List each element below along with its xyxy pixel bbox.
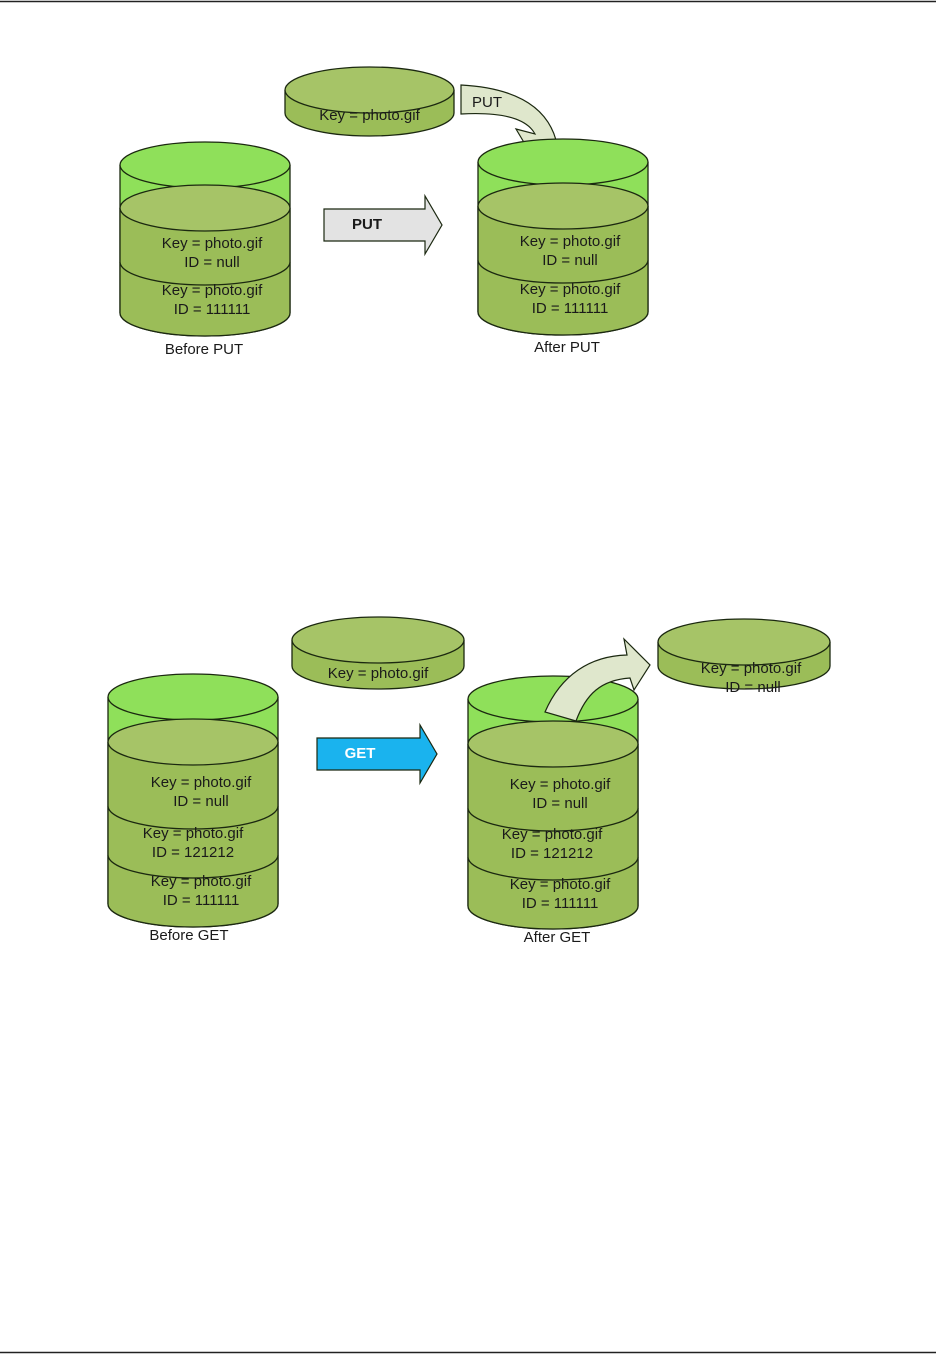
put-incoming-key: Key = photo.gif (319, 107, 420, 124)
before-get-caption: Before GET (149, 927, 228, 944)
after-get-record-2-key: Key = photo.gif (502, 826, 603, 843)
before-get-record-2-id: ID = 121212 (152, 844, 234, 861)
after-get-caption: After GET (524, 929, 591, 946)
before-get-stack: Key = photo.gif ID = null Key = photo.gi… (107, 673, 279, 944)
after-get-record-1-key: Key = photo.gif (510, 776, 611, 793)
after-get-record-2-id: ID = 121212 (511, 845, 593, 862)
before-get-record-1-id: ID = null (173, 793, 228, 810)
before-get-record-3-id: ID = 111111 (163, 892, 240, 909)
get-result-key: Key = photo.gif (701, 660, 802, 677)
put-section: Key = photo.gif PUT PUT Key = photo.gif (119, 66, 649, 358)
after-get-stack: Key = photo.gif ID = null Key = photo.gi… (467, 675, 639, 946)
after-get-record-3-id: ID = 111111 (522, 895, 599, 912)
get-request-key: Key = photo.gif (328, 665, 429, 682)
put-incoming-record: Key = photo.gif (284, 66, 455, 137)
before-put-record-2-id: ID = 111111 (174, 301, 251, 318)
database-icon (657, 618, 831, 690)
after-get-record-3-key: Key = photo.gif (510, 876, 611, 893)
database-icon (477, 138, 649, 336)
database-icon (467, 675, 639, 930)
before-get-record-3-key: Key = photo.gif (151, 873, 252, 890)
arrow-right-icon (323, 193, 443, 257)
before-put-record-2-key: Key = photo.gif (162, 282, 263, 299)
get-arrow-label: GET (345, 745, 376, 762)
get-request-record: Key = photo.gif (291, 616, 465, 690)
after-put-record-1-key: Key = photo.gif (520, 233, 621, 250)
put-curved-arrow-label: PUT (472, 94, 502, 111)
get-result-record: Key = photo.gif ID = null (657, 618, 831, 696)
put-arrow-label: PUT (352, 216, 382, 233)
database-icon (291, 616, 465, 690)
after-put-caption: After PUT (534, 339, 600, 356)
before-put-caption: Before PUT (165, 341, 243, 358)
curved-arrow-icon (544, 637, 651, 722)
get-arrow: GET (316, 722, 438, 786)
database-icon (119, 141, 291, 337)
database-icon (284, 66, 455, 137)
before-put-stack: Key = photo.gif ID = null Key = photo.gi… (119, 141, 291, 358)
after-put-record-1-id: ID = null (542, 252, 597, 269)
after-put-record-2-key: Key = photo.gif (520, 281, 621, 298)
before-get-record-2-key: Key = photo.gif (143, 825, 244, 842)
arrow-right-icon (316, 722, 438, 786)
after-get-record-1-id: ID = null (532, 795, 587, 812)
put-arrow: PUT (323, 193, 443, 257)
before-put-record-1-key: Key = photo.gif (162, 235, 263, 252)
before-get-record-1-key: Key = photo.gif (151, 774, 252, 791)
after-put-record-2-id: ID = 111111 (532, 300, 609, 317)
get-curved-arrow (544, 637, 651, 722)
after-put-stack: Key = photo.gif ID = null Key = photo.gi… (477, 138, 649, 356)
database-icon (107, 673, 279, 928)
before-put-record-1-id: ID = null (184, 254, 239, 271)
get-section: Key = photo.gif GET Key = photo.gif ID =… (107, 616, 831, 946)
get-result-id: ID = null (725, 679, 780, 696)
